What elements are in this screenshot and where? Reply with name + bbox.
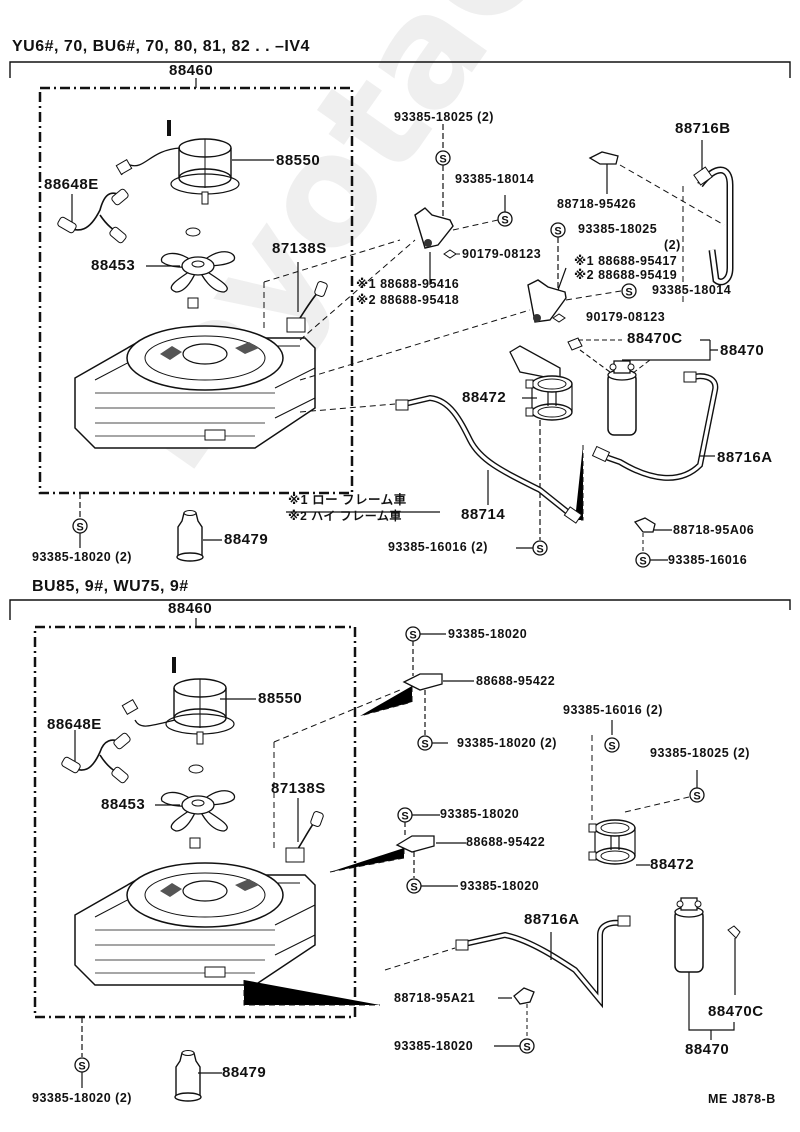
hose-88716B-top — [588, 140, 734, 305]
part-label-88648E-top[interactable]: 88648E — [44, 176, 99, 193]
part-label-88470-bottom[interactable]: 88470 — [685, 1041, 730, 1058]
switch-87138S-top — [263, 239, 401, 333]
part-label-88688-95417[interactable]: ※1 88688-95417 — [574, 254, 678, 268]
section-top-header: YU6#, 70, BU6#, 70, 80, 81, 82 . . –IV4 — [12, 38, 310, 55]
part-label-88470C-bottom[interactable]: 88470C — [708, 1003, 764, 1020]
part-label-88716B[interactable]: 88716B — [675, 120, 731, 137]
fan-88453-bottom — [155, 764, 236, 849]
wire-harness-88648E-bottom — [61, 730, 131, 784]
part-label-87138S-top[interactable]: 87138S — [272, 240, 327, 257]
fan-88453-top — [146, 227, 236, 309]
part-label-93385-18025-2-top[interactable]: 93385-18025 (2) — [394, 110, 494, 124]
part-label-88453-bottom[interactable]: 88453 — [101, 796, 146, 813]
part-label-93385-18020-d-bottom[interactable]: 93385-18020 — [394, 1039, 474, 1053]
bracket-lo-top — [299, 124, 513, 341]
part-label-88714[interactable]: 88714 — [461, 506, 506, 523]
part-label-90179-08123-a[interactable]: 90179-08123 — [462, 247, 542, 261]
part-label-qty-2: (2) — [664, 238, 681, 252]
part-label-93385-18025-b-top[interactable]: 93385-18025 — [578, 222, 658, 236]
part-label-93385-18025-2-bottom[interactable]: 93385-18025 (2) — [650, 746, 750, 760]
part-label-88479-top[interactable]: 88479 — [224, 531, 269, 548]
section-bottom-header: BU85, 9#, WU75, 9# — [32, 578, 189, 595]
part-label-93385-18014-a-top[interactable]: 93385-18014 — [455, 172, 535, 186]
bolt-93385-18020-bottom — [74, 1017, 90, 1088]
part-label-88648E-bottom[interactable]: 88648E — [47, 716, 102, 733]
clamp-88718-95A06-top — [633, 517, 672, 569]
part-label-93385-16016-2-bottom[interactable]: 93385-16016 (2) — [563, 703, 663, 717]
bolt-93385-18020-top — [72, 493, 88, 548]
boot-88479-top — [176, 509, 222, 562]
legend-note-1: ※1 ロー フレーム車 — [288, 493, 407, 507]
tube-88714-top — [299, 394, 583, 557]
part-label-88472-bottom[interactable]: 88472 — [650, 856, 695, 873]
assy-88460-box-top — [38, 78, 354, 495]
part-label-88718-95A06[interactable]: 88718-95A06 — [673, 523, 755, 537]
part-label-88472-top[interactable]: 88472 — [462, 389, 507, 406]
part-label-93385-18020-2a-bottom[interactable]: 93385-18020 (2) — [457, 736, 557, 750]
assy-88460-box-bottom — [33, 618, 357, 1019]
part-label-88460-bottom[interactable]: 88460 — [168, 600, 213, 617]
part-label-88688-95418[interactable]: ※2 88688-95418 — [356, 293, 460, 307]
part-label-90179-08123-b[interactable]: 90179-08123 — [586, 310, 666, 324]
section-bottom-frame — [9, 599, 791, 620]
part-label-93385-16016-2-top[interactable]: 93385-16016 (2) — [388, 540, 488, 554]
part-label-93385-18020-c-bottom[interactable]: 93385-18020 — [460, 879, 540, 893]
part-label-88688-95422-a[interactable]: 88688-95422 — [476, 674, 556, 688]
bracket-hi-top — [299, 222, 637, 381]
fan-shroud-top — [74, 325, 316, 449]
bracket-88688-95422-b-bottom — [329, 807, 466, 895]
part-label-88718-95A21[interactable]: 88718-95A21 — [394, 991, 476, 1005]
wire-harness-88648E-top — [57, 188, 129, 244]
switch-87138S-bottom — [273, 689, 401, 863]
part-label-87138S-bottom[interactable]: 87138S — [271, 780, 326, 797]
receiver-88470-bottom — [243, 897, 741, 1040]
hose-88716A-bottom — [384, 915, 631, 1009]
part-label-88479-bottom[interactable]: 88479 — [222, 1064, 267, 1081]
part-label-88688-95416[interactable]: ※1 88688-95416 — [356, 277, 460, 291]
hose-88716A-top — [575, 371, 719, 521]
part-label-88716A-bottom[interactable]: 88716A — [524, 911, 580, 928]
part-label-93385-18014-b-top[interactable]: 93385-18014 — [652, 283, 732, 297]
part-label-88688-95419[interactable]: ※2 88688-95419 — [574, 268, 678, 282]
diagram-code: ME J878-B — [708, 1092, 776, 1106]
fan-motor-88550-bottom — [121, 657, 256, 745]
part-label-88716A-top[interactable]: 88716A — [717, 449, 773, 466]
part-label-88550-top[interactable]: 88550 — [276, 152, 321, 169]
part-label-88718-95426[interactable]: 88718-95426 — [557, 197, 637, 211]
boot-88479-bottom — [174, 1049, 222, 1102]
bracket-88472-bottom — [588, 720, 705, 866]
part-label-88470-top[interactable]: 88470 — [720, 342, 765, 359]
part-label-88460-top[interactable]: 88460 — [169, 62, 214, 79]
fan-motor-88550-top — [115, 120, 274, 205]
clamp-88718-95A21-bottom — [494, 987, 535, 1055]
part-label-93385-16016-top[interactable]: 93385-16016 — [668, 553, 748, 567]
section-top-frame — [9, 61, 791, 78]
legend-note-2: ※2 ハイ フレーム車 — [288, 509, 402, 523]
part-label-88688-95422-b[interactable]: 88688-95422 — [466, 835, 546, 849]
bracket-88472-top — [509, 345, 573, 540]
receiver-88470-top — [567, 337, 718, 436]
part-label-93385-18020-b-bottom[interactable]: 93385-18020 — [440, 807, 520, 821]
part-label-88453-top[interactable]: 88453 — [91, 257, 136, 274]
part-label-88470C-top[interactable]: 88470C — [627, 330, 683, 347]
part-label-88550-bottom[interactable]: 88550 — [258, 690, 303, 707]
part-label-93385-18020-2-top[interactable]: 93385-18020 (2) — [32, 550, 132, 564]
part-label-93385-18020-2b-bottom[interactable]: 93385-18020 (2) — [32, 1091, 132, 1105]
fan-shroud-bottom — [74, 862, 316, 986]
bracket-88688-95422-a-bottom — [359, 626, 474, 752]
part-label-93385-18020-a-bottom[interactable]: 93385-18020 — [448, 627, 528, 641]
